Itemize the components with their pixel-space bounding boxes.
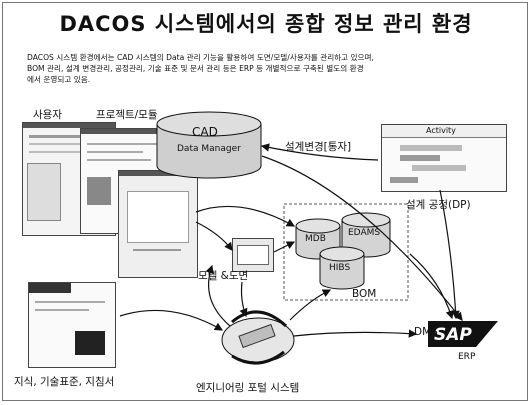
connector-model-to-bom (273, 241, 296, 253)
edams-label: EDAMS (348, 228, 381, 238)
connector-cad-to-sap (261, 155, 463, 321)
data-manager-label: Data Manager (177, 144, 241, 154)
intro-line-1: DACOS 시스템 환경에서는 CAD 시스템의 Data 관리 기능을 활용하… (27, 53, 374, 62)
hibs-cylinder (319, 246, 365, 290)
connector-model-to-mdb (195, 205, 296, 227)
knowledge-screen (28, 282, 116, 368)
sap-label: SAP (434, 325, 472, 345)
intro-text: DACOS 시스템 환경에서는 CAD 시스템의 Data 관리 기능을 활용하… (27, 52, 374, 85)
connector-knowledge-to-portal (119, 309, 224, 331)
diagram-frame (2, 2, 528, 401)
portal-label: 엔지니어링 포털 시스템 (196, 382, 300, 394)
hibs-label: HIBS (329, 263, 351, 273)
bom-label: BOM (352, 288, 377, 300)
drawing-thumbnail (232, 238, 274, 272)
user-label: 사용자 (33, 109, 62, 121)
activity-label: Activity (426, 126, 456, 135)
connector-portal-to-dms (293, 329, 418, 338)
project-module-label: 프로젝트/모듈 (96, 109, 158, 121)
cad-data-manager-cylinder (156, 111, 262, 179)
intro-line-2: BOM 관리, 설계 변경관리, 공정관리, 기술 표준 및 문서 관리 등은 … (27, 64, 364, 73)
erp-label: ERP (458, 352, 476, 362)
connector-portal-to-bom (289, 289, 332, 321)
model-drawing-screen (118, 170, 198, 278)
connector-process-to-sap (439, 189, 460, 320)
knowledge-label: 지식, 기술표준, 지침서 (14, 376, 115, 388)
bom-boundary (283, 203, 409, 301)
sap-logo: SAP (428, 321, 498, 347)
design-process-label: 설계 공정(DP) (406, 199, 471, 211)
activity-screen: Activity (381, 124, 507, 192)
design-change-label: 설계변경[통자] (285, 141, 352, 153)
model-drawing-label: 모델 &도면 (198, 270, 249, 282)
intro-line-3: 에서 운영되고 있음. (27, 75, 91, 84)
diagram-title: DACOS 시스템에서의 종합 정보 관리 환경 (59, 12, 473, 36)
cad-label: CAD (192, 125, 218, 139)
portal-disc (221, 310, 295, 365)
dms-label: DMS (414, 326, 438, 338)
connector-portal-to-model (205, 264, 231, 327)
connector-model-to-portal (239, 281, 248, 318)
mdb-label: MDB (305, 234, 326, 244)
connector-process-to-cad (260, 143, 379, 161)
user-screens (22, 122, 116, 236)
connector-bom-to-sap (409, 253, 454, 320)
connectors (119, 143, 463, 338)
connector-model-to-thumb (195, 221, 233, 251)
